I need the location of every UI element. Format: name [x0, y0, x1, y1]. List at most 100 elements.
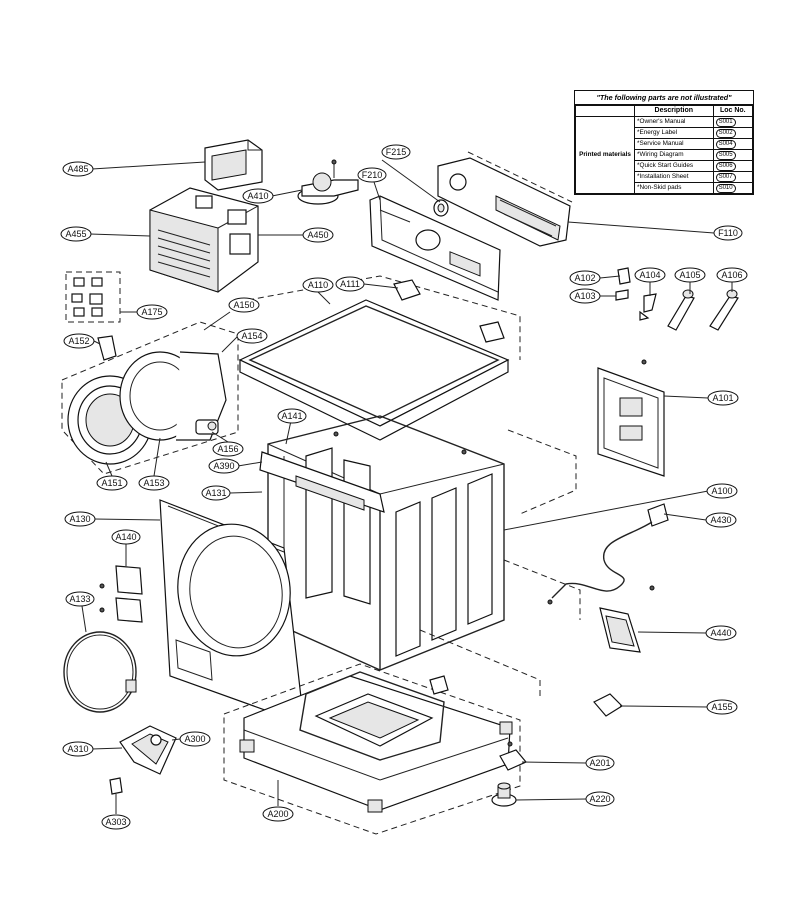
- svg-text:A103: A103: [574, 291, 595, 301]
- noise-filter-a440: [599, 585, 655, 653]
- svg-text:A220: A220: [589, 794, 610, 804]
- svg-text:F110: F110: [718, 228, 738, 238]
- svg-text:A104: A104: [639, 270, 660, 280]
- control-pcb-f110: [437, 151, 573, 247]
- row-description: *Installation Sheet: [634, 171, 714, 183]
- callout-a152: A152: [63, 333, 95, 349]
- row-description: *Owner's Manual: [634, 116, 714, 128]
- svg-text:A151: A151: [101, 478, 122, 488]
- svg-text:A390: A390: [213, 461, 234, 471]
- group-printed-materials: Printed materials: [575, 116, 635, 194]
- callout-a151: A151: [96, 475, 128, 491]
- svg-text:A303: A303: [105, 817, 126, 827]
- foot-a155: [593, 693, 623, 717]
- header-blank: [575, 105, 635, 117]
- svg-text:A455: A455: [65, 229, 86, 239]
- callout-a153: A153: [138, 475, 170, 491]
- svg-text:A105: A105: [679, 270, 700, 280]
- svg-text:A485: A485: [67, 164, 88, 174]
- front-panel-a130: [159, 499, 305, 725]
- svg-text:A131: A131: [205, 488, 226, 498]
- callout-a101: A101: [707, 390, 739, 406]
- svg-text:A101: A101: [712, 393, 733, 403]
- callout-a141: A141: [277, 408, 307, 424]
- row-description: *Wiring Diagram: [634, 149, 714, 161]
- callout-a201: A201: [585, 755, 615, 771]
- svg-text:A200: A200: [267, 809, 288, 819]
- svg-text:F215: F215: [386, 147, 407, 157]
- table-row: Printed materials *Owner's Manual S001: [575, 116, 754, 194]
- callout-f215: F215: [381, 144, 411, 160]
- filter-cap-a303: [109, 777, 123, 795]
- svg-text:A111: A111: [340, 279, 360, 289]
- not-illustrated-parts-table: "The following parts are not illustrated…: [574, 90, 754, 195]
- row-loc: S007: [712, 171, 754, 183]
- callout-a110: A110: [302, 277, 334, 293]
- main-pcb-a450: [149, 187, 259, 293]
- header-loc-no: Loc No.: [712, 105, 754, 117]
- callout-f210: F210: [357, 167, 387, 183]
- callout-a200: A200: [262, 806, 294, 822]
- cabinet-a100: [259, 415, 505, 671]
- row-description: *Quick Start Guides: [634, 160, 714, 172]
- svg-text:A154: A154: [241, 331, 262, 341]
- svg-text:A310: A310: [67, 744, 88, 754]
- callout-a131: A131: [201, 485, 231, 501]
- svg-text:A106: A106: [721, 270, 742, 280]
- row-loc: S006: [712, 160, 754, 172]
- svg-text:A102: A102: [574, 273, 595, 283]
- leveling-foot-a220: [491, 782, 517, 807]
- svg-text:A155: A155: [711, 702, 732, 712]
- svg-text:A152: A152: [68, 336, 89, 346]
- svg-text:A130: A130: [69, 514, 90, 524]
- parts-table-grid: Description Loc No. Printed materials *O…: [575, 105, 754, 194]
- hose-fittings: [615, 267, 739, 331]
- callout-a303: A303: [101, 814, 131, 830]
- svg-text:A153: A153: [143, 478, 164, 488]
- row-loc: S005: [712, 149, 754, 161]
- row-loc: S004: [712, 138, 754, 150]
- svg-text:A440: A440: [710, 628, 731, 638]
- callout-a455: A455: [60, 226, 92, 242]
- table-row: *Non-Skid pads S010: [576, 182, 754, 194]
- svg-text:A430: A430: [710, 515, 731, 525]
- svg-text:A410: A410: [247, 191, 268, 201]
- svg-text:A156: A156: [217, 444, 238, 454]
- svg-text:F210: F210: [362, 170, 383, 180]
- callout-a103: A103: [569, 288, 601, 304]
- clamp-ring-a133: [63, 631, 137, 713]
- svg-text:A133: A133: [69, 594, 90, 604]
- callout-a104: A104: [634, 267, 666, 283]
- svg-text:A300: A300: [184, 734, 205, 744]
- hinge-a140: [99, 565, 143, 623]
- row-description: *Energy Label: [634, 127, 714, 139]
- dashed-outline-back: [419, 429, 581, 700]
- row-loc: S001: [712, 116, 754, 128]
- pressure-switch-a410: [297, 159, 359, 205]
- control-panel-f210: [369, 195, 501, 301]
- callout-a300: A300: [179, 731, 211, 747]
- callout-a133: A133: [65, 591, 95, 607]
- base-a200: [223, 663, 521, 835]
- svg-text:A175: A175: [141, 307, 162, 317]
- callout-a175: A175: [136, 304, 168, 320]
- row-description: *Service Manual: [634, 138, 714, 150]
- svg-text:A450: A450: [307, 230, 328, 240]
- back-cover-a101: [597, 359, 665, 477]
- header-description: Description: [634, 105, 714, 117]
- row-description: *Non-Skid pads: [634, 182, 714, 194]
- power-cord-a430: [547, 503, 669, 605]
- svg-text:A201: A201: [589, 758, 610, 768]
- callout-a430: A430: [705, 512, 737, 528]
- callout-a310: A310: [62, 741, 94, 757]
- callout-a111: A111: [335, 276, 365, 292]
- door-assembly-a150: [61, 321, 239, 475]
- parts-table-title: "The following parts are not illustrated…: [575, 91, 753, 105]
- callout-a105: A105: [674, 267, 706, 283]
- callout-f110: F110: [713, 225, 743, 241]
- callout-a155: A155: [706, 699, 738, 715]
- svg-text:A110: A110: [308, 280, 328, 290]
- row-loc: S002: [712, 127, 754, 139]
- callout-a100: A100: [706, 483, 738, 499]
